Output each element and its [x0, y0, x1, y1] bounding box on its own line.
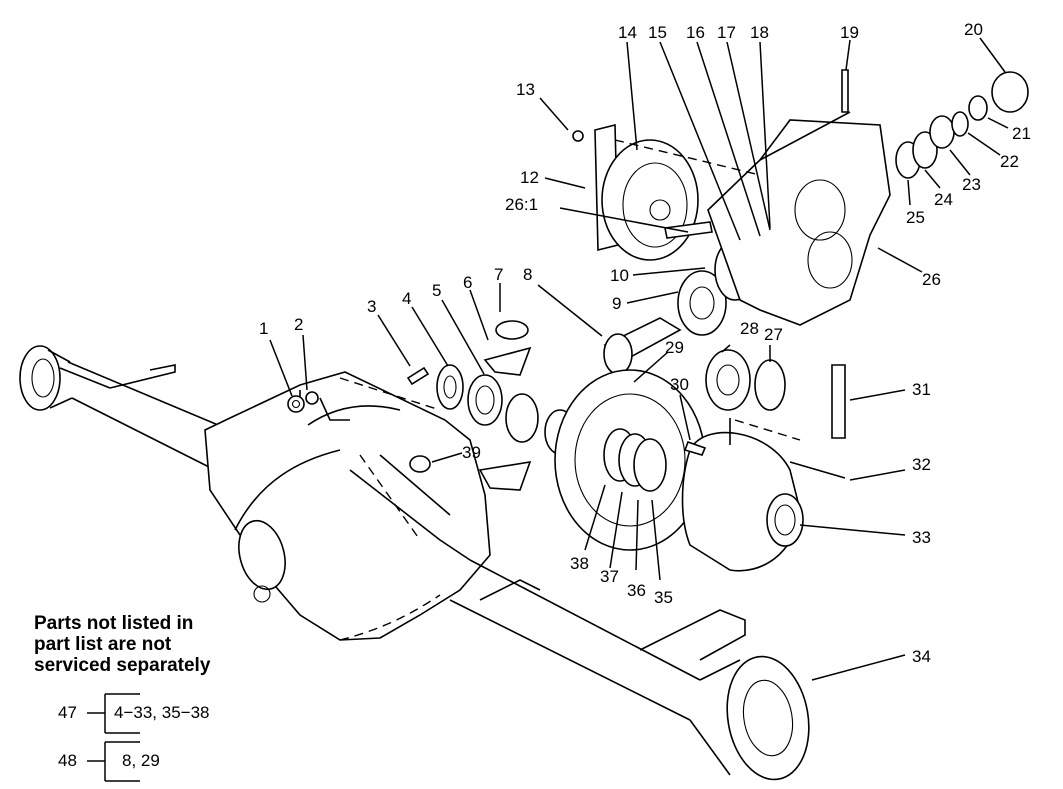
callout-8: 8: [523, 265, 532, 284]
callout-1: 1: [259, 319, 268, 338]
callout-36: 36: [627, 581, 646, 600]
callout-14: 14: [618, 23, 637, 42]
kit-48-contents: 8, 29: [122, 751, 160, 770]
callout-39: 39: [462, 443, 481, 462]
callout-15: 15: [648, 23, 667, 42]
nut-1: [287, 395, 305, 413]
callout-38: 38: [570, 554, 589, 573]
callout-26: 26: [922, 270, 941, 289]
callout-labels: 1 2 3 4 5 6 7 8 9 10 12 13 14 15 16 17 1…: [259, 20, 1031, 666]
thrust-washer-7: [495, 320, 529, 340]
lock-washer-2: [305, 391, 319, 405]
callout-2: 2: [294, 315, 303, 334]
callout-28: 28: [740, 319, 759, 338]
callout-16: 16: [686, 23, 705, 42]
washer-4: [436, 364, 464, 410]
callout-26-1: 26:1: [505, 195, 538, 214]
pin-3: [406, 366, 430, 386]
callout-21: 21: [1012, 124, 1031, 143]
bearing-28: [705, 349, 751, 411]
shaft-31: [831, 364, 846, 439]
axle-housing: [19, 345, 810, 781]
callout-5: 5: [432, 281, 441, 300]
callout-7: 7: [494, 265, 503, 284]
callout-12: 12: [520, 168, 539, 187]
cap-20: [991, 71, 1029, 113]
callout-4: 4: [402, 289, 411, 308]
kit-47-number: 47: [58, 703, 77, 722]
note-line-2: part list are not: [34, 634, 172, 655]
callout-3: 3: [367, 297, 376, 316]
callout-6: 6: [463, 273, 472, 292]
callout-33: 33: [912, 528, 931, 547]
callout-32: 32: [912, 455, 931, 474]
callout-35: 35: [654, 588, 673, 607]
callout-22: 22: [1000, 152, 1019, 171]
callout-18: 18: [750, 23, 769, 42]
washer-22: [951, 111, 969, 137]
pinion-bearing-9: [677, 270, 727, 336]
cover-14: [601, 139, 699, 261]
ring-21: [968, 95, 988, 121]
callout-37: 37: [600, 567, 619, 586]
side-gear-5: [467, 374, 503, 426]
callout-20: 20: [964, 20, 983, 39]
callout-24: 24: [934, 190, 953, 209]
callout-27: 27: [764, 325, 783, 344]
callout-13: 13: [516, 80, 535, 99]
callout-19: 19: [840, 23, 859, 42]
callout-25: 25: [906, 208, 925, 227]
gear-23: [929, 115, 955, 149]
callout-10: 10: [610, 266, 629, 285]
differential-case-33: [681, 418, 846, 572]
callout-30: 30: [670, 375, 689, 394]
kit-47-contents: 4−33, 35−38: [114, 703, 210, 722]
leader-lines: [269, 37, 1009, 681]
cup-27: [754, 359, 786, 411]
pin-30: [683, 440, 707, 456]
seal-24: [912, 131, 938, 169]
callout-34: 34: [912, 647, 931, 666]
callout-31: 31: [912, 380, 931, 399]
bolt-26-1: [664, 221, 713, 239]
note-line-1: Parts not listed in: [34, 613, 194, 634]
bolt-19: [841, 69, 849, 113]
callout-9: 9: [612, 294, 621, 313]
callout-17: 17: [717, 23, 736, 42]
callout-29: 29: [665, 338, 684, 357]
carrier-housing-26: [707, 111, 891, 326]
note-line-3: serviced separately: [34, 655, 211, 676]
plug-39: [409, 455, 431, 473]
ring-gear-29: [554, 369, 706, 551]
kit-48-number: 48: [58, 751, 77, 770]
screw-13: [572, 130, 584, 142]
pinion-shaft-8: [603, 317, 682, 375]
service-note: Parts not listed in part list are not se…: [34, 613, 264, 676]
lower-pinion-gear: [478, 460, 532, 491]
callout-23: 23: [962, 175, 981, 194]
kit-brackets: [87, 693, 140, 782]
pinion-gear-6: [483, 346, 532, 376]
